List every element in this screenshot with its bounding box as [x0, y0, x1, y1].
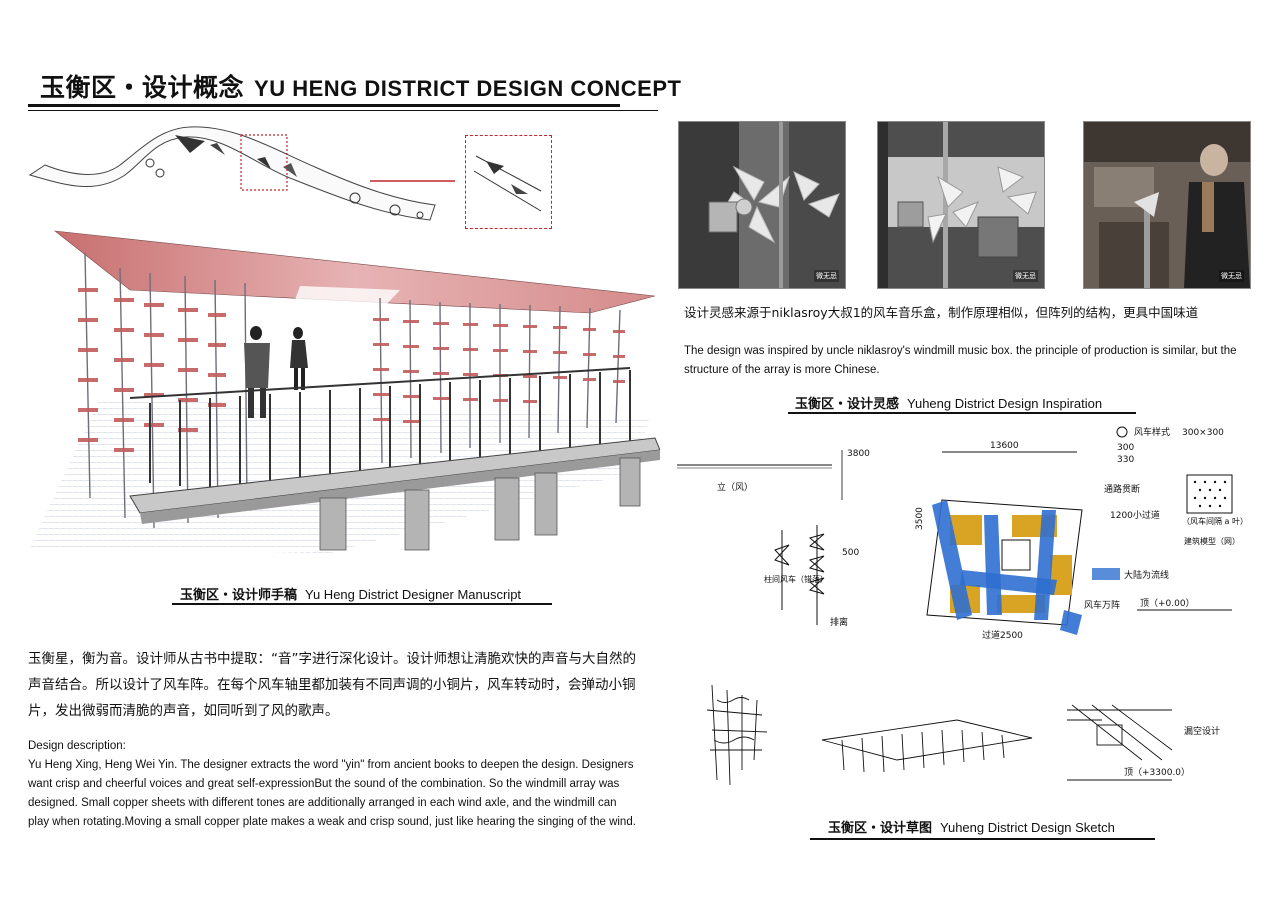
bottom-left-sketch [706, 684, 768, 786]
watermark-2: 微无忌 [1013, 270, 1038, 282]
inspiration-text-cn: 设计灵感来源于niklasroy大叔1的风车音乐盒，制作原理相似，但阵列的结构，… [684, 305, 1199, 320]
people-figures [244, 326, 308, 418]
sketch-path-2500: 过道2500 [982, 629, 1023, 641]
sketch-level-0: 顶（+0.00） [1140, 598, 1195, 609]
inspiration-text-en: The design was inspired by uncle niklasr… [684, 345, 1237, 376]
sketch-windmill-size: 300×300 [1182, 428, 1224, 438]
sketch-texture-label2: 建筑模型（网） [1184, 536, 1240, 546]
watermark-3: 微无忌 [1219, 270, 1244, 282]
bottom-right-sketch [1067, 704, 1173, 781]
sketch-walk-1200: 1200小过道 [1110, 509, 1160, 521]
photo-3-image [1084, 122, 1250, 288]
sketch-drain-label: 排离 [830, 616, 848, 628]
inspiration-photo-1: 微无忌 [678, 121, 846, 289]
sketch-caption-cn: 玉衡区・设计草图 [828, 821, 933, 836]
sketch-underline [810, 838, 1155, 840]
sketch-size-300: 300 [1117, 443, 1134, 453]
title-underline [28, 104, 620, 107]
detail-zoom-sketch [473, 155, 542, 212]
design-sketch-drawings: 3800 立（风） 500 柱间风车（错落） 排离 13600 3500 通路贯… [677, 426, 1248, 786]
manuscript-caption: 玉衡区・设计师手稿 Yu Heng District Designer Manus… [180, 584, 521, 603]
inspiration-caption: 玉衡区・设计灵感 Yuheng District Design Inspirati… [795, 393, 1102, 412]
sketch-size-330: 330 [1117, 455, 1134, 465]
description-cn: 玉衡星，衡为音。设计师从古书中提取：“音”字进行深化设计。设计师想让清脆欢快的声… [28, 651, 636, 719]
plan-drawing [926, 499, 1120, 635]
sketch-column-label: 柱间风车（错落） [764, 574, 828, 584]
manuscript-caption-cn: 玉衡区・设计师手稿 [180, 588, 298, 603]
sketch-caption: 玉衡区・设计草图 Yuheng District Design Sketch [828, 817, 1115, 836]
inspiration-photo-2: 微无忌 [877, 121, 1045, 289]
inspiration-caption-cn: 玉衡区・设计灵感 [795, 397, 900, 412]
title-underline-thin [28, 110, 658, 111]
watermark-1: 微无忌 [814, 270, 839, 282]
sketch-windmill-label: 风车样式 [1134, 426, 1170, 438]
manuscript-underline [172, 603, 552, 605]
sketch-hollow: 漏空设计 [1184, 725, 1220, 737]
sketch-level-3: 顶（+3300.0） [1124, 767, 1190, 778]
sketch-windmill-array: 风车万阵 [1084, 599, 1120, 611]
manuscript-caption-en: Yu Heng District Designer Manuscript [305, 587, 522, 602]
windmill-pavilion-rendering [30, 230, 660, 553]
page-title: 玉衡区・设计概念 YU HENG DISTRICT DESIGN CONCEPT [40, 68, 681, 104]
sketch-caption-en: Yuheng District Design Sketch [940, 820, 1115, 835]
sketch-texture-label: （风车间隔 a 叶） [1182, 516, 1248, 526]
page-title-cn: 玉衡区・设计概念 [40, 73, 245, 102]
inspiration-underline [788, 412, 1136, 414]
sketch-dim-small: 3800 [847, 449, 870, 459]
sketch-dim-top: 13600 [990, 441, 1019, 451]
sketch-dim-500: 500 [842, 548, 859, 558]
inspiration-photo-3: 微无忌 [1083, 121, 1251, 289]
ribbon-sketch [28, 126, 455, 221]
bottom-mid-sketch [821, 719, 1033, 773]
page-title-en: YU HENG DISTRICT DESIGN CONCEPT [254, 76, 682, 101]
inspiration-caption-en: Yuheng District Design Inspiration [907, 396, 1103, 411]
photo-2-image [878, 122, 1044, 288]
description-en-heading: Design description: [28, 740, 126, 752]
sketch-elev-label: 立（风） [717, 481, 753, 493]
sketch-dim-left: 3500 [915, 507, 925, 530]
description-en-body: Yu Heng Xing, Heng Wei Yin. The designer… [28, 759, 636, 828]
sketch-flow: 大陆为流线 [1124, 569, 1169, 581]
photo-1-image [679, 122, 845, 288]
detail-zoom-box [465, 135, 552, 229]
sketch-opening: 通路贯断 [1104, 483, 1140, 495]
